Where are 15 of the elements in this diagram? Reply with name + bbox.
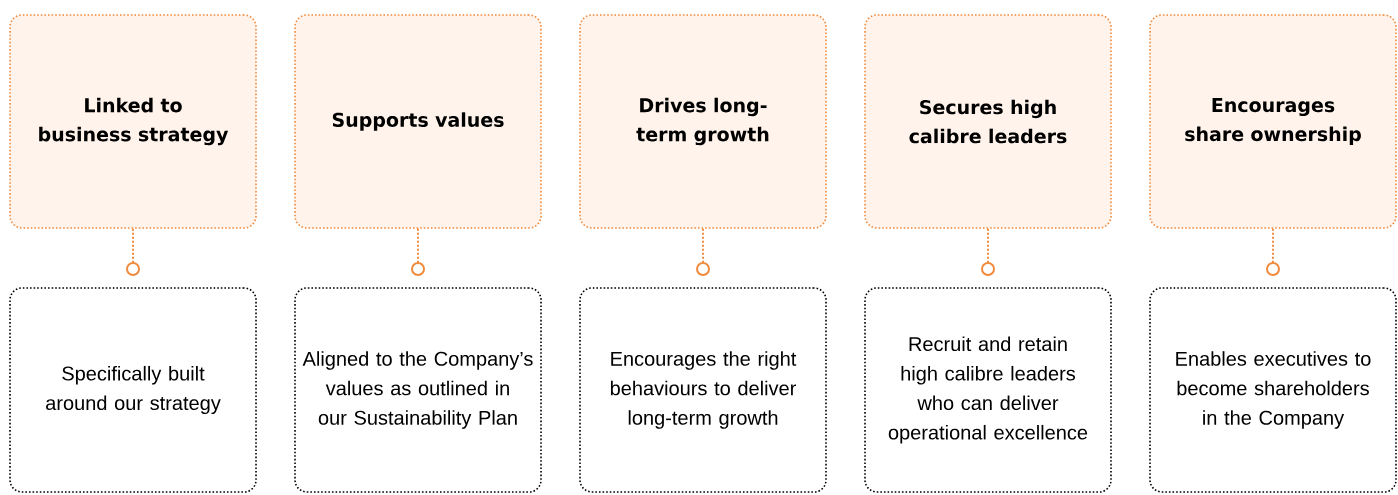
description-box: Specifically built around our strategy — [9, 287, 257, 493]
principle-box: Supports values — [294, 14, 542, 229]
principle-box: Drives long-term growth — [579, 14, 827, 229]
connector — [417, 227, 419, 263]
connector — [987, 227, 989, 263]
connector — [132, 227, 134, 263]
connector — [1272, 227, 1274, 263]
principle-box: Encourages share ownership — [1149, 14, 1397, 229]
description-box: Aligned to the Company’s values as outlined in our Sustainability Plan — [294, 287, 542, 493]
principle-box: Linked to business strategy — [9, 14, 257, 229]
description-box: Encourages the right behaviours to deliver long-term growth — [579, 287, 827, 493]
description-box: Recruit and retain high calibre leaders who can deliver operational excellence — [864, 287, 1112, 493]
principle-box: Secures high calibre leaders — [864, 14, 1112, 229]
connector — [702, 227, 704, 263]
description-box: Enables executives to become shareholders in the Company — [1149, 287, 1397, 493]
